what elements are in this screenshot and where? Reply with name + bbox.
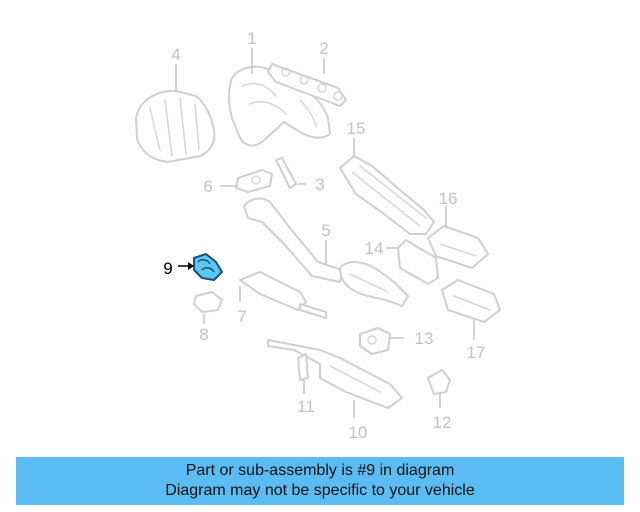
callout-6: 6 [203,177,212,196]
part-14-heat-shield [386,239,439,285]
part-10-muffler [267,339,403,418]
part-9-clamp [178,253,223,281]
part-16-heat-shield [427,206,489,269]
callout-7: 7 [237,307,246,326]
callout-9: 9 [163,259,172,278]
part-8-bracket [193,291,223,324]
callout-15: 15 [347,119,366,138]
part-17-heat-shield [441,279,501,340]
callout-13: 13 [415,329,434,348]
part-6-gasket [220,169,273,193]
callout-5: 5 [321,221,330,240]
callout-17: 17 [467,343,486,362]
parts-diagram: 1 2 3 4 5 6 7 8 9 10 11 12 13 14 15 16 1… [135,29,501,442]
callout-4: 4 [171,45,180,64]
callout-3: 3 [315,175,324,194]
part-5-front-pipe [243,197,343,283]
callout-11: 11 [297,397,315,416]
callout-10: 10 [349,423,368,442]
callout-16: 16 [439,189,458,208]
part-3-bolt [275,157,306,189]
info-banner: Part or sub-assembly is #9 in diagram Di… [16,457,624,505]
callout-14: 14 [365,239,384,258]
catalytic-converter [339,261,409,307]
part-15-heat-shield [339,138,435,235]
part-2-manifold-gasket [267,58,347,107]
part-7-center-pipe [239,271,327,319]
part-13-hanger [359,327,404,355]
callout-2: 2 [319,39,328,58]
banner-line-2: Diagram may not be specific to your vehi… [165,482,475,499]
callout-8: 8 [199,325,208,344]
part-11-hanger [297,353,309,394]
callout-12: 12 [433,413,452,432]
part-12-bracket [427,369,451,408]
banner-line-1: Part or sub-assembly is #9 in diagram [185,462,455,479]
callout-1: 1 [247,29,256,48]
part-4-heat-shield [135,64,216,163]
